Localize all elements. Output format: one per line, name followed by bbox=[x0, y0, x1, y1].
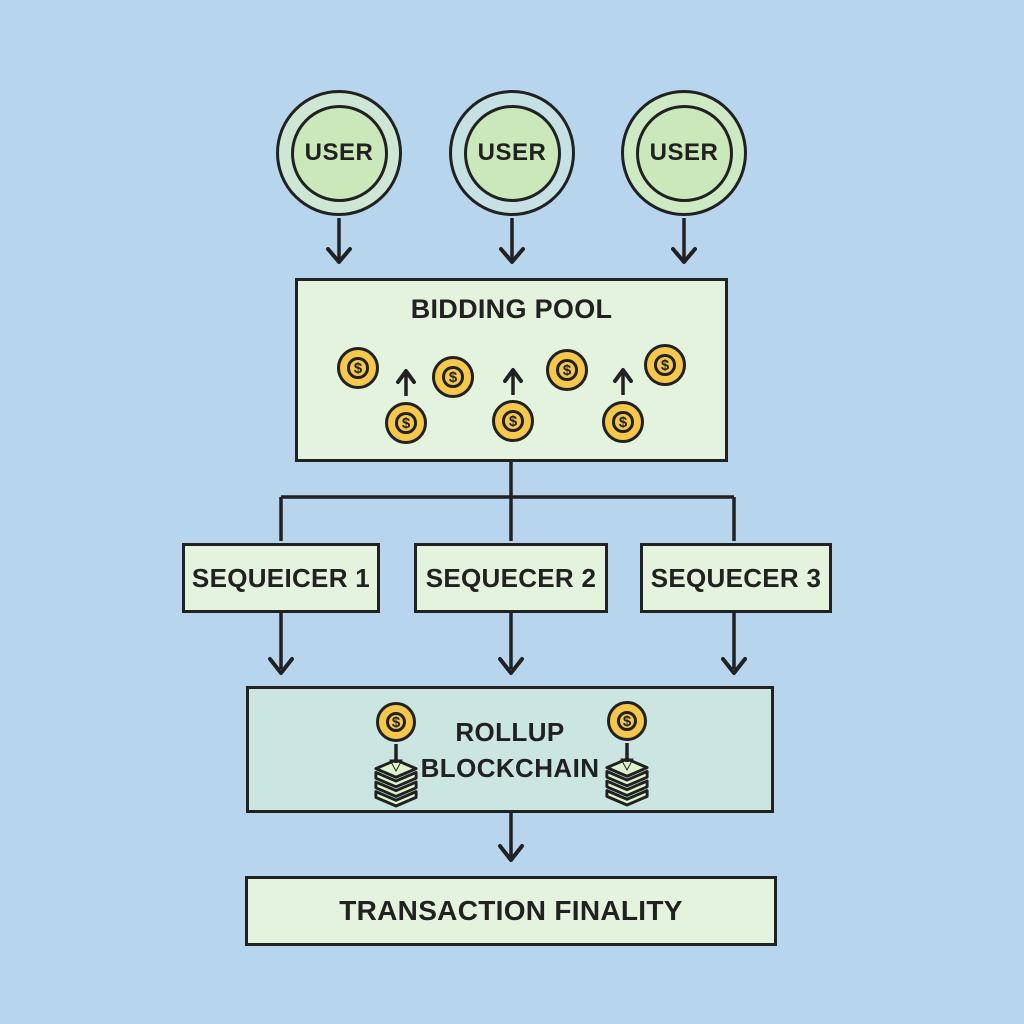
transaction-finality-box: TRANSACTION FINALITY bbox=[245, 876, 777, 946]
block-stack-icon bbox=[605, 757, 649, 807]
sequencer-2-label: SEQUECER 2 bbox=[425, 562, 597, 593]
user-node-3-label: USER bbox=[649, 139, 719, 166]
coin-icon: $ bbox=[385, 402, 427, 444]
coin-icon: $ bbox=[492, 400, 534, 442]
user-node-3: USER bbox=[621, 90, 747, 216]
sequencer-3-label: SEQUECER 3 bbox=[650, 562, 822, 593]
coin-icon: $ bbox=[546, 349, 588, 391]
rollup-blockchain-box: ROLLUP BLOCKCHAIN bbox=[246, 686, 774, 813]
user-node-2: USER bbox=[449, 90, 575, 216]
sequencer-2-box: SEQUECER 2 bbox=[414, 543, 608, 613]
pool-to-sequencers-connector bbox=[279, 462, 736, 541]
coin-icon: $ bbox=[607, 701, 647, 741]
user-node-2-circle: USER bbox=[463, 104, 561, 202]
arrow-rollup-to-finality bbox=[498, 813, 524, 862]
arrow-user1-to-pool bbox=[326, 218, 352, 264]
user-node-2-label: USER bbox=[477, 139, 547, 166]
coin-core: $ bbox=[556, 359, 578, 381]
coin-core: $ bbox=[347, 357, 369, 379]
transaction-finality-label: TRANSACTION FINALITY bbox=[339, 895, 683, 926]
block-stack-icon bbox=[374, 758, 418, 808]
coin-core: $ bbox=[616, 710, 638, 732]
arrow-sequencer2-to-rollup bbox=[498, 613, 524, 675]
arrow-user3-to-pool bbox=[671, 218, 697, 264]
coin-icon: $ bbox=[376, 702, 416, 742]
coin-core: $ bbox=[395, 412, 417, 434]
rollup-title-line2: BLOCKCHAIN bbox=[420, 752, 600, 783]
coin-icon: $ bbox=[432, 356, 474, 398]
arrow-sequencer3-to-rollup bbox=[721, 613, 747, 675]
coin-core: $ bbox=[442, 366, 464, 388]
coin-icon: $ bbox=[602, 401, 644, 443]
coin-core: $ bbox=[502, 410, 524, 432]
user-node-1-label: USER bbox=[304, 139, 374, 166]
user-node-1: USER bbox=[276, 90, 402, 216]
sequencer-1-box: SEQUEICER 1 bbox=[182, 543, 380, 613]
rollup-title-line1: ROLLUP bbox=[455, 716, 565, 747]
arrow-user2-to-pool bbox=[499, 218, 525, 264]
user-node-3-circle: USER bbox=[635, 104, 733, 202]
user-node-1-circle: USER bbox=[290, 104, 388, 202]
coin-icon: $ bbox=[337, 347, 379, 389]
bidding-pool-title: BIDDING POOL bbox=[410, 294, 613, 324]
coin-icon: $ bbox=[644, 344, 686, 386]
sequencer-1-label: SEQUEICER 1 bbox=[191, 562, 371, 593]
coin-core: $ bbox=[385, 711, 407, 733]
coin-core: $ bbox=[612, 411, 634, 433]
sequencer-3-box: SEQUECER 3 bbox=[640, 543, 832, 613]
arrow-sequencer1-to-rollup bbox=[268, 613, 294, 675]
coin-core: $ bbox=[654, 354, 676, 376]
